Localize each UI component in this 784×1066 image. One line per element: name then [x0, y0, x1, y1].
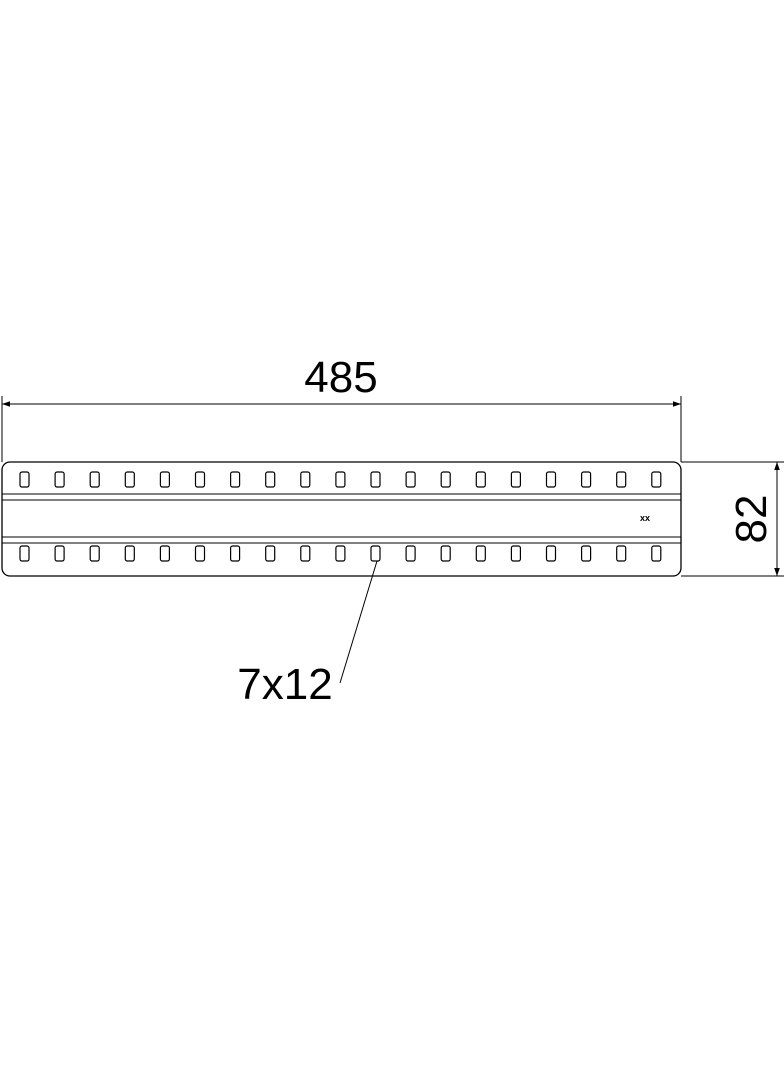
height-dimension-label: 82 — [727, 495, 776, 544]
slot-size-callout: 7x12 — [237, 560, 378, 709]
slot-bottom-9 — [300, 545, 311, 562]
slot-bottom-13 — [440, 545, 451, 562]
slot-size-label: 7x12 — [237, 660, 332, 709]
width-dimension-label: 485 — [304, 353, 377, 402]
slot-bottom-10 — [335, 545, 346, 562]
slot-bottom-4 — [124, 545, 135, 562]
slot-bottom-3 — [89, 545, 100, 562]
slot-bottom-8 — [265, 545, 276, 562]
slot-bottom-2 — [54, 545, 65, 562]
slot-top-2 — [54, 471, 65, 488]
callout-leader-line — [339, 560, 378, 684]
slot-top-10 — [335, 471, 346, 488]
slot-top-6 — [194, 471, 206, 488]
slot-bottom-19 — [651, 545, 662, 562]
slot-bottom-16 — [545, 545, 557, 562]
slot-top-16 — [545, 471, 557, 488]
slot-top-11 — [370, 471, 381, 488]
slot-top-17 — [580, 471, 592, 488]
slot-bottom-12 — [405, 545, 416, 562]
slot-bottom-17 — [580, 545, 592, 562]
slot-top-12 — [405, 471, 416, 488]
rail-profile: xx — [1, 461, 682, 577]
slot-row-top — [19, 471, 662, 488]
slot-top-7 — [230, 471, 241, 488]
slot-top-9 — [300, 471, 311, 488]
slot-bottom-14 — [475, 545, 486, 562]
slot-top-19 — [651, 471, 662, 488]
slot-bottom-1 — [19, 545, 30, 562]
slot-top-1 — [19, 471, 30, 488]
product-marking: xx — [640, 513, 650, 523]
slot-bottom-5 — [159, 545, 170, 562]
slot-bottom-11 — [370, 545, 381, 562]
slot-top-14 — [475, 471, 486, 488]
slot-top-3 — [89, 471, 100, 488]
slot-top-18 — [616, 471, 627, 488]
slot-top-4 — [124, 471, 135, 488]
slot-bottom-6 — [194, 545, 206, 562]
slot-top-13 — [440, 471, 451, 488]
slot-top-15 — [510, 471, 521, 488]
height-dimension: 82 — [681, 461, 784, 577]
slot-row-bottom — [19, 545, 662, 562]
slot-bottom-18 — [616, 545, 627, 562]
width-dimension: 485 — [1, 353, 682, 462]
slot-top-8 — [265, 471, 276, 488]
rail-outline — [1, 461, 682, 577]
slot-bottom-7 — [230, 545, 241, 562]
slot-bottom-15 — [510, 545, 521, 562]
slot-top-5 — [159, 471, 170, 488]
